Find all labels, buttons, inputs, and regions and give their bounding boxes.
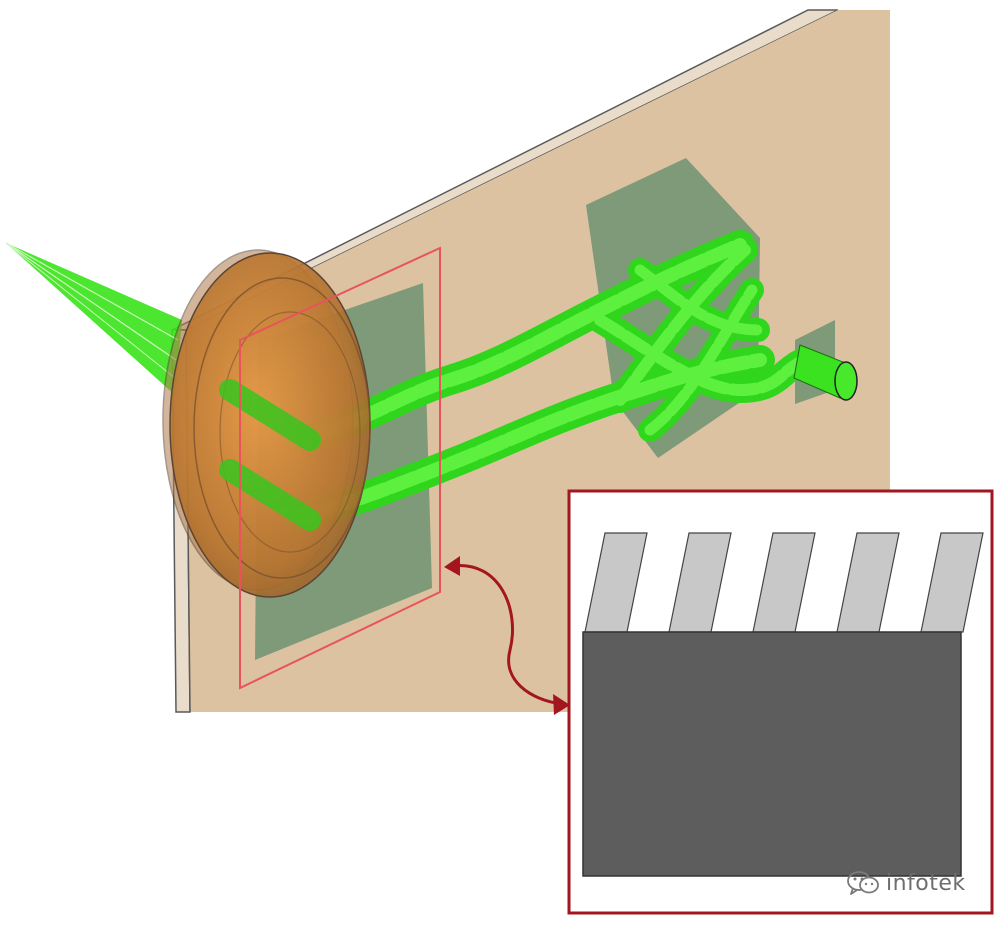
watermark-text: infotek bbox=[886, 870, 966, 896]
substrate-block bbox=[582, 631, 962, 877]
output-fiber-end bbox=[834, 361, 858, 401]
grating-ridge bbox=[920, 532, 984, 633]
zoom-connector-arrow bbox=[444, 556, 570, 715]
grating-inset bbox=[567, 489, 994, 915]
lens-beams bbox=[219, 379, 321, 531]
input-light-cone bbox=[5, 242, 182, 395]
output-fiber bbox=[793, 344, 858, 401]
grating-highlight-frame bbox=[239, 246, 441, 690]
grating-ridges bbox=[584, 532, 984, 633]
watermark: infotek bbox=[846, 866, 966, 900]
wechat-icon bbox=[847, 871, 879, 895]
waveguide-network bbox=[285, 230, 818, 533]
